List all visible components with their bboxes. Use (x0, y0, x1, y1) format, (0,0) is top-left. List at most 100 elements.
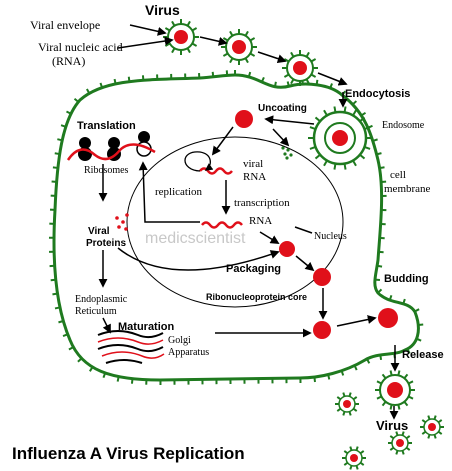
label-rna: RNA (249, 215, 272, 227)
virus-particle-1 (167, 23, 195, 51)
endosome-spike (352, 109, 357, 116)
rnp-core-2 (313, 321, 331, 339)
membrane-spike (54, 306, 61, 310)
capsid-fragments (281, 146, 293, 160)
membrane-spike (388, 295, 393, 301)
membrane-spike (60, 124, 67, 128)
membrane-spike (73, 97, 80, 103)
virus-spike (352, 407, 358, 412)
virus-spike (186, 20, 191, 27)
virus-spike (359, 461, 365, 466)
virus-spike (290, 51, 295, 58)
membrane-spike (379, 166, 385, 170)
viral-rna-strand (199, 167, 233, 175)
membrane-spike (402, 298, 406, 305)
virus-spike (389, 370, 393, 376)
label-viral: viral (243, 158, 263, 170)
virus-spike (283, 73, 290, 78)
label-viral-proteins-2: Proteins (86, 238, 126, 249)
virus-spike (437, 430, 443, 435)
virus-spike (397, 404, 401, 410)
membrane-spike (377, 288, 383, 294)
virus-spike (437, 419, 443, 424)
virus-spike (376, 395, 382, 400)
virus-spike (348, 392, 352, 397)
label-ribosomes: Ribosomes (84, 165, 129, 176)
label-reticulum: Reticulum (75, 306, 117, 317)
virus-spike (408, 380, 414, 385)
virus-spike (405, 446, 411, 451)
label-uncoating: Uncoating (258, 103, 307, 114)
membrane-spike (315, 79, 319, 85)
virus-spike (343, 450, 349, 455)
virus-spike (395, 450, 399, 455)
virus-spike (355, 446, 359, 451)
virus-spike (305, 78, 310, 85)
virus-spike (381, 373, 387, 379)
virus-spike (171, 20, 176, 27)
virus-spike (342, 392, 346, 397)
released-virus-4 (345, 449, 363, 467)
label-golgi: Golgi (168, 335, 191, 346)
virus-spike (401, 450, 405, 455)
endosome-spike (333, 106, 337, 113)
membrane-spike (211, 71, 215, 77)
label-release: Release (402, 349, 444, 361)
virus-spike (389, 435, 395, 440)
label-translation: Translation (77, 120, 136, 132)
virus-spike (191, 27, 198, 32)
endosome (312, 110, 368, 166)
endosome-spike (323, 160, 328, 167)
virus-spike (355, 465, 359, 470)
viral-protein-dots (115, 213, 129, 231)
virus-spike (305, 51, 310, 58)
virus-spike (342, 411, 346, 416)
virus-spike (348, 411, 352, 416)
endosome-spike (333, 163, 337, 170)
endosome-spike (309, 126, 316, 131)
label-budding: Budding (384, 273, 429, 285)
golgi-apparatus (97, 330, 165, 364)
membrane-spike (86, 88, 91, 94)
endosome-spike (352, 160, 357, 167)
rnp-core-3 (378, 308, 398, 328)
membrane-spike (52, 166, 58, 169)
virus-spike (352, 396, 358, 401)
label-viral-rna: RNA (243, 171, 266, 183)
virus-spike (229, 30, 234, 37)
label-replication: replication (155, 186, 203, 198)
membrane-spike (127, 76, 131, 82)
endosome-spike (359, 153, 366, 160)
virus-spike (403, 401, 409, 407)
membrane-spike (360, 111, 367, 117)
virus-spike (222, 52, 229, 57)
label-virus-top: Virus (145, 2, 180, 18)
membrane-spike (353, 365, 358, 371)
packaging-core (279, 241, 295, 257)
process-arrows (98, 24, 400, 420)
diagram-title: Influenza A Virus Replication (12, 444, 245, 463)
virus-spike (381, 401, 387, 407)
virus-spike (244, 30, 249, 37)
label-endoplasmic: Endoplasmic (75, 294, 128, 305)
membrane-spike (116, 376, 120, 382)
released-virus-3 (423, 418, 441, 436)
label-viral-nucleic-acid: Viral nucleic acid (38, 40, 123, 54)
membrane-spike (62, 333, 69, 337)
mrna-strand (201, 221, 243, 229)
label-cell: cell (390, 169, 406, 181)
membrane-spike (366, 358, 371, 364)
label-virus-bottom: Virus (376, 418, 408, 433)
endosome-spike (314, 116, 321, 123)
membrane-spike (247, 71, 252, 78)
endosome-spike (309, 145, 316, 150)
virus-spike (376, 380, 382, 385)
membrane-spike (89, 366, 94, 372)
virus-spike (249, 52, 256, 57)
membrane-spike (372, 138, 378, 142)
virus-spike (405, 435, 411, 440)
label-packaging: Packaging (226, 263, 281, 275)
membrane-spike (113, 78, 117, 85)
label-transcription: transcription (234, 197, 290, 209)
membrane-spike (54, 152, 60, 156)
